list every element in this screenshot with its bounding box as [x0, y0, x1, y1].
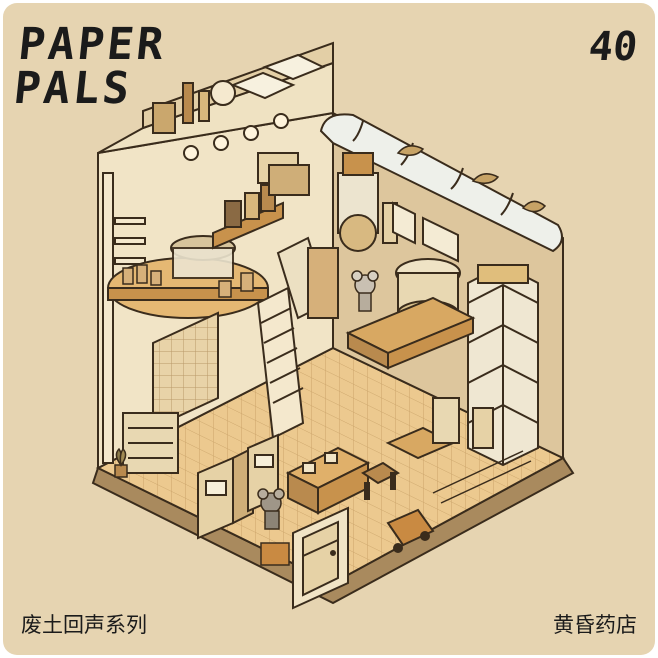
- solar-panel: [230, 71, 296, 100]
- roof-clock: [210, 80, 236, 106]
- mouse-pharmacist: [351, 270, 379, 312]
- checkout-table: [285, 446, 371, 515]
- counter-right: [345, 296, 476, 370]
- right-wall-windows: [392, 201, 459, 263]
- mouse-shopper: [257, 488, 290, 566]
- apothecary-jars: [122, 264, 254, 298]
- front-door: [292, 506, 349, 610]
- vending-machines: [197, 433, 279, 540]
- portholes: [183, 113, 289, 161]
- floor-rails: [432, 450, 532, 504]
- vines: [396, 145, 547, 213]
- product-title: 黄昏药店: [553, 613, 637, 637]
- distillation-apparatus: [307, 152, 398, 319]
- right-floor-furniture: [361, 397, 494, 500]
- glass-tube-dome: [319, 113, 563, 253]
- potted-plant: [114, 447, 128, 478]
- series-name: 废土回声系列: [21, 613, 147, 637]
- mine-cart: [386, 508, 435, 553]
- roof-barrel: [152, 102, 176, 134]
- isometric-pharmacy-illustration: [91, 41, 575, 610]
- wall-pipes: [102, 172, 146, 464]
- product-card: PAPER PALS 40: [3, 3, 655, 655]
- lower-left-shelves: [122, 311, 219, 474]
- upper-shelves: [212, 152, 310, 250]
